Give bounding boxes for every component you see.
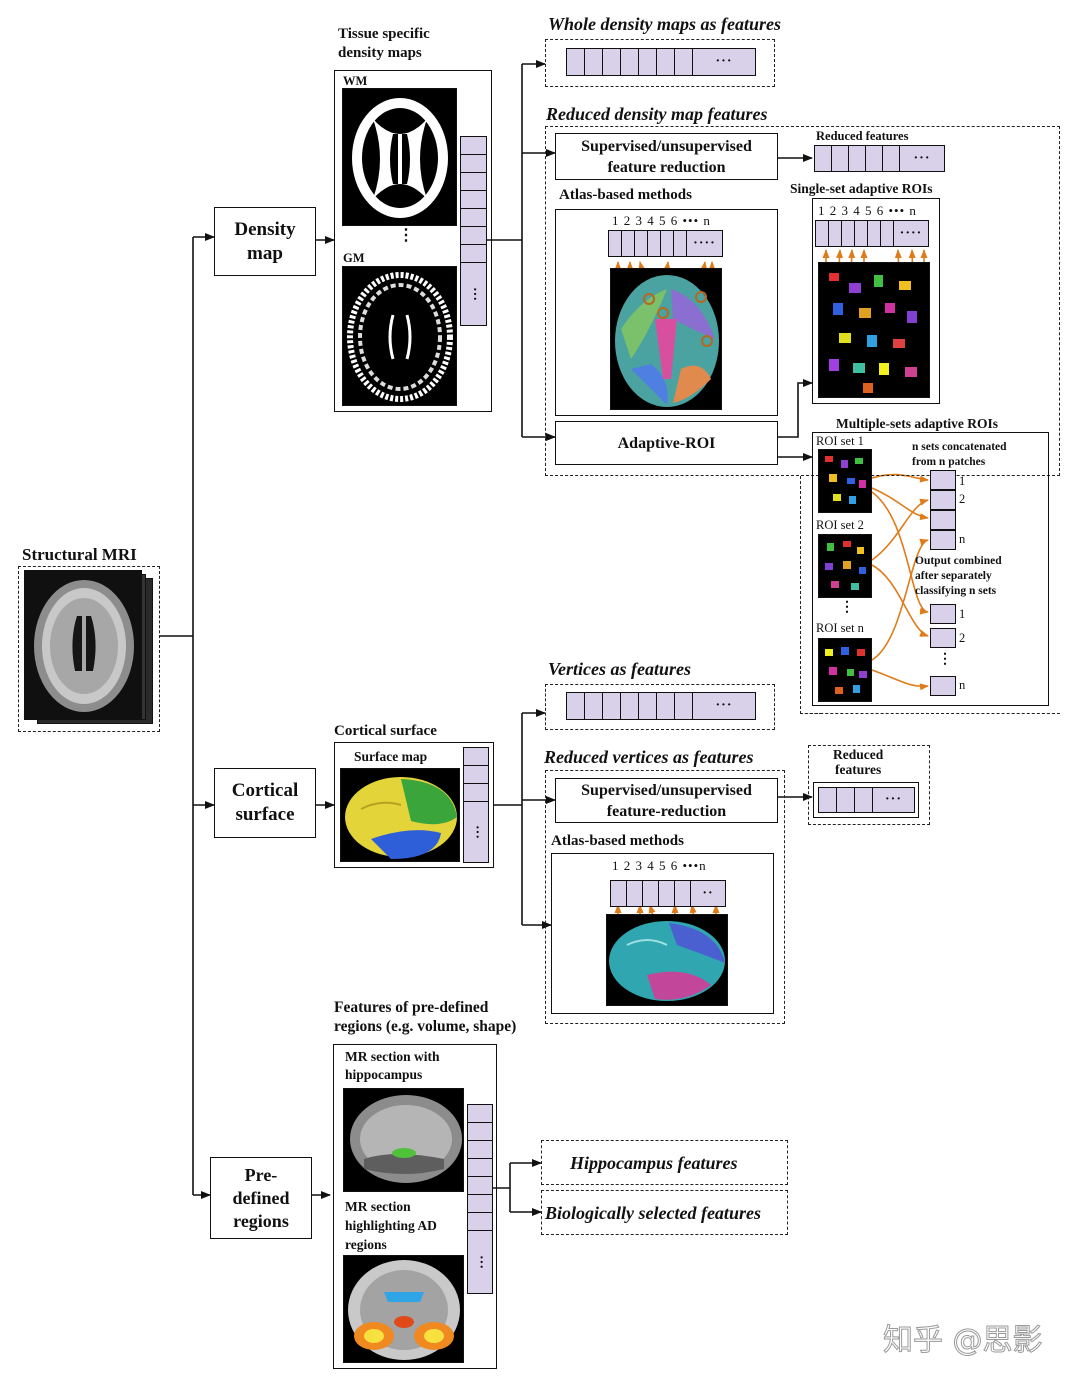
cortical-atlas-tick-labels: 1 2 3 4 5 6 •••n	[612, 858, 707, 873]
concat-index-1: 1	[959, 474, 966, 488]
cortical-atlas-panel	[551, 853, 774, 1014]
whole-density-frame	[545, 39, 775, 87]
surface-map-image	[340, 768, 460, 862]
single-set-title: Single-set adaptive ROIs	[790, 181, 933, 196]
mr-hippocampus-image	[343, 1088, 464, 1192]
reduced-density-frame	[545, 126, 1060, 476]
roi-set-2-image	[818, 534, 872, 598]
surface-map-label: Surface map	[354, 749, 428, 764]
watermark-text: 知乎 @思影	[883, 1323, 1044, 1359]
reduced-vertices-features-frame	[808, 745, 930, 825]
structural-mri-title: Structural MRI	[22, 545, 137, 564]
adaptive-roi-box: Adaptive-ROI	[555, 421, 778, 465]
roi-set-1-label: ROI set 1	[816, 434, 864, 448]
roi-set-2-label: ROI set 2	[816, 518, 864, 532]
cortical-atlas-image	[606, 914, 728, 1006]
concat-cell-3	[930, 510, 956, 530]
combined-ellipsis: ⋮	[938, 652, 952, 667]
cortical-atlas-vector: ··	[610, 880, 726, 907]
wm-density-image	[342, 88, 457, 226]
roi-set-n-image	[818, 638, 872, 702]
single-set-panel	[812, 198, 940, 404]
vertices-frame	[545, 684, 775, 730]
vertices-title: Vertices as features	[548, 659, 691, 679]
whole-density-vector: ···	[566, 48, 756, 76]
density-reduction-box: Supervised/unsupervised feature reductio…	[555, 133, 778, 180]
combined-cell-2	[930, 628, 956, 648]
reduced-density-title: Reduced density map features	[546, 104, 768, 124]
structural-mri-frame	[18, 566, 160, 732]
predefined-panel	[333, 1044, 497, 1369]
cortical-panel-title: Cortical surface	[334, 723, 437, 739]
biological-features-label: Biologically selected features	[545, 1203, 761, 1223]
combined-cell-1	[930, 604, 956, 624]
density-panel	[334, 70, 492, 412]
cortical-panel	[334, 742, 494, 868]
structural-mri-image	[24, 570, 142, 720]
atlas-feature-vector: ····	[608, 230, 723, 257]
combined-note: Output combined after separately classif…	[915, 555, 1002, 597]
reduced-vertices-frame	[545, 770, 785, 1024]
vertices-reduction-box: Supervised/unsupervised feature-reductio…	[555, 778, 778, 823]
concat-index-2: 2	[959, 492, 966, 506]
concat-cell-2	[930, 490, 956, 510]
multiple-sets-panel	[812, 432, 1049, 706]
atlas-methods-panel	[555, 209, 778, 416]
multiple-sets-dash-bottom	[800, 713, 1060, 714]
vertices-vector: ···	[566, 692, 756, 720]
mr-ad-image	[343, 1255, 464, 1363]
roi-set-ellipsis: ⋮	[840, 600, 854, 615]
combined-index-n: n	[959, 678, 966, 692]
single-set-feature-vector: ····	[815, 220, 929, 247]
roi-set-n-label: ROI set n	[816, 621, 864, 635]
single-set-roi-image	[818, 262, 930, 398]
whole-density-title: Whole density maps as features	[548, 14, 782, 34]
combined-index-1: 1	[959, 607, 966, 621]
atlas-parcellation-image	[610, 268, 722, 410]
predefined-regions-box: Pre- defined regions	[210, 1157, 312, 1239]
biological-features-frame	[541, 1190, 788, 1235]
reduced-vertices-features-box	[813, 782, 919, 818]
density-map-box: Density map	[214, 207, 316, 276]
cortical-atlas-title: Atlas-based methods	[551, 833, 684, 849]
multiple-sets-title: Multiple-sets adaptive ROIs	[836, 416, 998, 431]
density-panel-title: Tissue specific density maps	[338, 26, 430, 61]
reduced-vertices-features-vector: ···	[818, 787, 915, 813]
atlas-methods-title: Atlas-based methods	[559, 187, 692, 203]
mr-hippocampus-label: MR section with hippocampus	[345, 1049, 440, 1082]
mr-ad-label: MR section highlighting AD regions	[345, 1199, 437, 1252]
concat-cell-n	[930, 530, 956, 550]
wm-label: WM	[343, 74, 368, 88]
gm-density-image	[342, 266, 457, 406]
reduced-features-vector: ···	[814, 145, 945, 172]
roi-set-1-image	[818, 449, 872, 513]
density-ellipsis: ⋮	[398, 227, 414, 244]
reduced-vertices-title: Reduced vertices as features	[544, 747, 754, 767]
combined-index-2: 2	[959, 631, 966, 645]
reduced-features-label: Reduced features	[816, 129, 909, 143]
concat-note: n sets concatenated from n patches	[912, 441, 1007, 468]
reduced-vertices-features-label: Reduced features	[833, 747, 884, 777]
concat-index-n: n	[959, 532, 966, 546]
single-set-tick-labels: 1 2 3 4 5 6 ••• n	[818, 203, 917, 218]
combined-cell-n	[930, 676, 956, 696]
cortical-surface-box: Cortical surface	[214, 768, 316, 838]
predefined-panel-title: Features of pre-defined regions (e.g. vo…	[334, 999, 517, 1035]
gm-label: GM	[343, 251, 365, 265]
hippocampus-features-frame	[541, 1140, 788, 1185]
density-feature-vector: ···	[460, 136, 487, 326]
hippocampus-features-label: Hippocampus features	[570, 1153, 738, 1173]
predefined-feature-vector: ···	[467, 1104, 493, 1294]
atlas-tick-labels: 1 2 3 4 5 6 ••• n	[612, 213, 711, 228]
concat-cell-1	[930, 470, 956, 490]
cortical-feature-vector: ···	[463, 747, 489, 863]
